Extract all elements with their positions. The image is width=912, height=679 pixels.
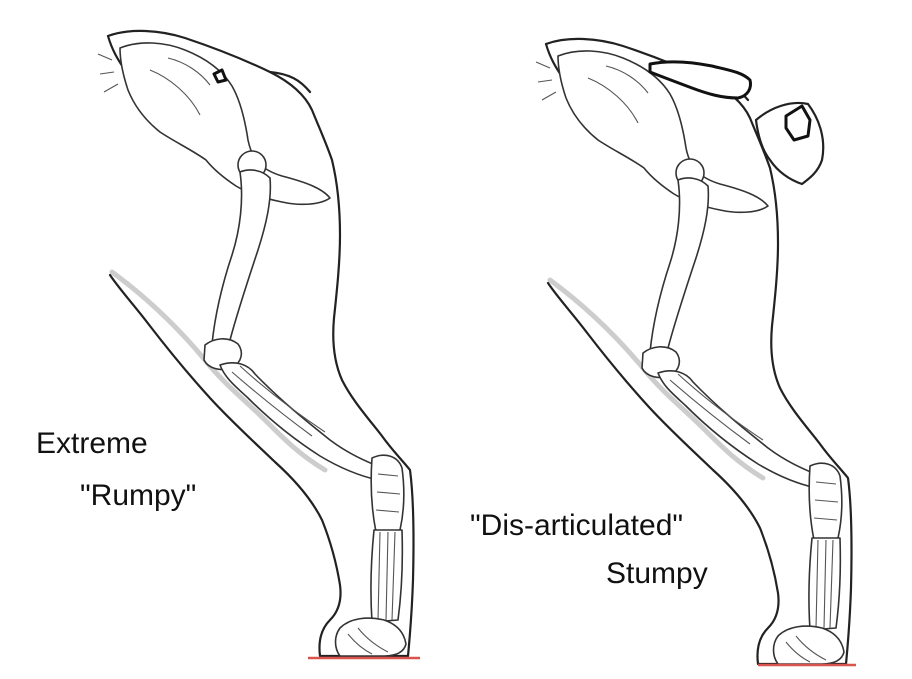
label-extreme: Extreme — [36, 426, 148, 462]
label-dis-articulated: "Dis-articulated" — [470, 508, 683, 544]
label-rumpy: "Rumpy" — [80, 478, 196, 514]
label-stumpy: Stumpy — [606, 556, 708, 592]
vertebra-fragment — [786, 106, 810, 140]
rumpy-leg-diagram — [98, 31, 420, 658]
vertebra-remnant — [214, 70, 226, 82]
